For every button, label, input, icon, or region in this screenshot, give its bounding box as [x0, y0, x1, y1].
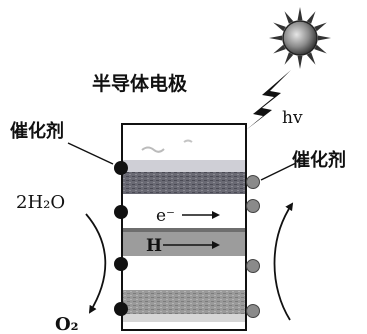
left-flow-arrow: [85, 213, 107, 314]
oxygen-label: O₂: [55, 314, 79, 334]
sun-ray: [284, 52, 294, 65]
sun-ray: [317, 35, 331, 41]
catalyst-dot: [114, 257, 128, 271]
electrode-band: [123, 160, 245, 172]
proton-label: H: [146, 236, 162, 256]
catalyst-dot: [114, 161, 128, 175]
electrode-band-dark: [123, 172, 245, 194]
sun-ray: [273, 22, 286, 32]
left-catalyst-group: [114, 161, 128, 316]
sun-icon: [269, 7, 331, 69]
sun-ray: [306, 11, 316, 24]
right-flow-arrow: [273, 202, 294, 321]
catalyst-dot: [114, 302, 128, 316]
light-label: hv: [282, 108, 303, 128]
catalyst-dot: [246, 259, 260, 273]
electrode-label: 半导体电极: [92, 72, 188, 95]
sun-ray: [284, 11, 294, 24]
right-catalyst-group: [246, 175, 260, 318]
semiconductor-electrode: [121, 123, 247, 331]
sun-ray: [269, 35, 283, 41]
catalyst-dot: [246, 175, 260, 189]
catalyst-right-pointer: [260, 162, 297, 181]
sun-ray: [273, 44, 286, 54]
sun-disc: [282, 20, 318, 56]
catalyst-left-label: 催化剂: [10, 120, 64, 142]
electrode-outline: [121, 123, 247, 331]
electrode-band-lower: [123, 290, 245, 314]
sun-ray: [297, 55, 303, 69]
sun-ray: [306, 52, 316, 65]
catalyst-right-label: 催化剂: [292, 149, 346, 171]
catalyst-left-pointer: [67, 142, 114, 165]
catalyst-dot: [246, 304, 260, 318]
surface-mark: [141, 146, 165, 153]
electrode-band: [123, 314, 245, 322]
electrode-band-mid: [123, 232, 245, 256]
sun-ray: [297, 7, 303, 21]
surface-mark: [183, 139, 193, 143]
catalyst-dot: [114, 205, 128, 219]
sun-ray: [314, 22, 327, 32]
catalyst-dot: [246, 199, 260, 213]
electron-label: e⁻: [156, 206, 175, 226]
sun-ray: [314, 44, 327, 54]
water-label: 2H₂O: [16, 192, 65, 213]
electrode-band-edge: [123, 228, 245, 232]
